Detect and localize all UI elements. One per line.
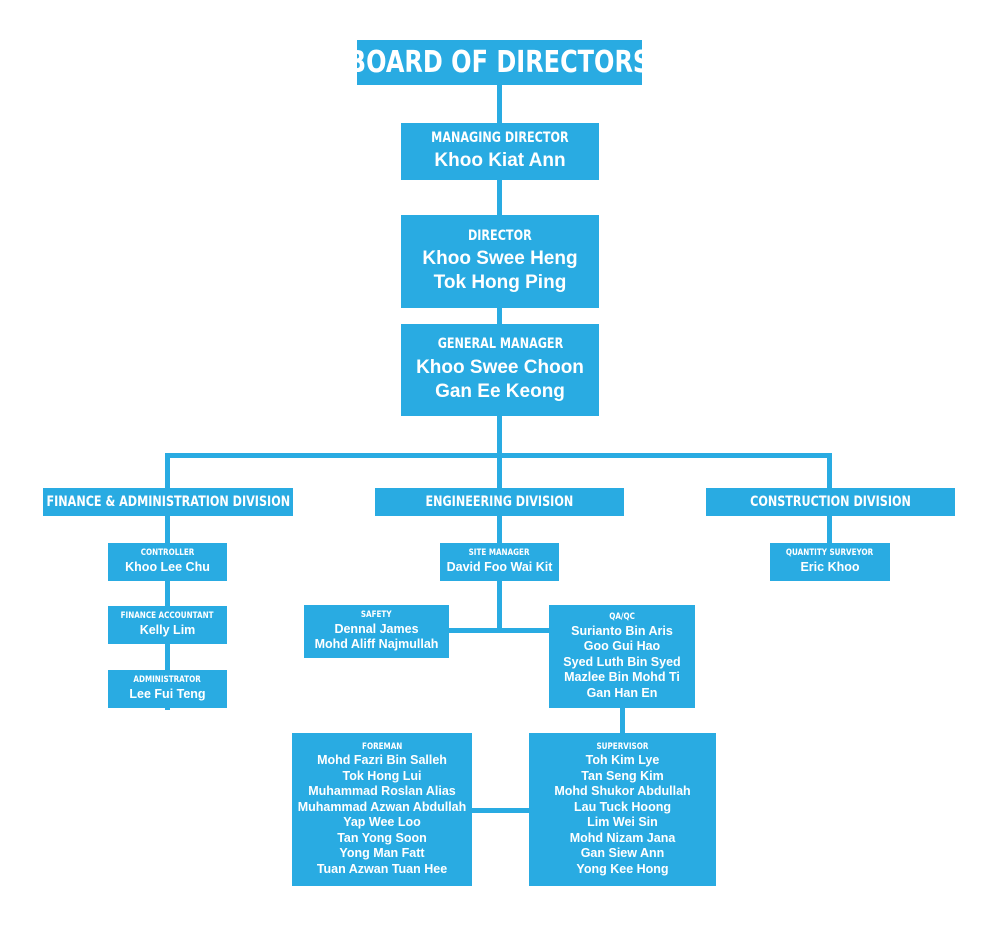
person-name: David Foo Wai Kit <box>446 560 553 575</box>
person-name: Mohd Fazri Bin Salleh <box>317 753 447 768</box>
person-name: Khoo Lee Chu <box>125 560 210 575</box>
construction-division-box: CONSTRUCTION DIVISION <box>706 488 955 516</box>
connector-line <box>497 83 502 125</box>
box-title: QA/QC <box>609 611 635 622</box>
person-name: Khoo Swee Choon <box>416 356 584 378</box>
connector-line <box>497 453 502 490</box>
person-name: Mohd Nizam Jana <box>569 830 676 845</box>
person-name: Surianto Bin Aris <box>571 623 673 638</box>
box-title: ADMINISTRATOR <box>133 675 202 686</box>
board-title: BOARD OF DIRECTORS <box>348 44 651 80</box>
connector-line <box>471 808 531 813</box>
engineering-division-box: ENGINEERING DIVISION <box>375 488 624 516</box>
person-name: Khoo Kiat Ann <box>434 150 566 172</box>
box-title: QUANTITY SURVEYOR <box>786 548 874 559</box>
person-name: Tan Seng Kim <box>581 768 664 783</box>
name-list: Lee Fui Teng <box>129 687 205 703</box>
person-name: Mohd Aliff Najmullah <box>314 637 439 652</box>
person-name: Toh Kim Lye <box>585 753 660 768</box>
box-title: MANAGING DIRECTOR <box>431 129 569 146</box>
name-list: Khoo Lee Chu <box>125 560 210 576</box>
box-title: DIRECTOR <box>468 227 532 244</box>
managing-director-box: MANAGING DIRECTOR Khoo Kiat Ann <box>401 123 599 180</box>
finance-division-box: FINANCE & ADMINISTRATION DIVISION <box>43 488 293 516</box>
box-title: SAFETY <box>361 610 392 621</box>
person-name: Tan Yong Soon <box>337 830 427 845</box>
connector-line <box>827 515 832 545</box>
administrator-box: ADMINISTRATOR Lee Fui Teng <box>108 670 227 708</box>
box-title: CONTROLLER <box>140 548 195 559</box>
division-title: FINANCE & ADMINISTRATION DIVISION <box>46 493 290 510</box>
person-name: Eric Khoo <box>800 560 860 575</box>
name-list: Kelly Lim <box>140 623 196 639</box>
division-title: CONSTRUCTION DIVISION <box>750 493 911 510</box>
person-name: Tok Hong Lui <box>342 768 422 783</box>
connector-line <box>497 415 502 458</box>
person-name: Muhammad Roslan Alias <box>308 784 456 799</box>
person-name: Mohd Shukor Abdullah <box>554 784 691 799</box>
person-name: Gan Han En <box>586 685 658 700</box>
quantity-surveyor-box: QUANTITY SURVEYOR Eric Khoo <box>770 543 890 581</box>
connector-line <box>497 178 502 216</box>
connector-line <box>165 453 170 490</box>
connector-line <box>827 453 832 490</box>
box-title: SITE MANAGER <box>469 548 530 559</box>
person-name: Khoo Swee Heng <box>422 248 578 270</box>
finance-accountant-box: FINANCE ACCOUNTANT Kelly Lim <box>108 606 227 644</box>
person-name: Syed Luth Bin Syed <box>563 654 681 669</box>
person-name: Dennal James <box>334 621 419 636</box>
name-list: Khoo Kiat Ann <box>434 149 565 173</box>
connector-line <box>620 707 625 734</box>
division-title: ENGINEERING DIVISION <box>425 493 574 510</box>
box-title: FINANCE ACCOUNTANT <box>121 611 214 622</box>
box-title: SUPERVISOR <box>596 741 649 752</box>
person-name: Yong Man Fatt <box>339 846 425 861</box>
site-manager-box: SITE MANAGER David Foo Wai Kit <box>440 543 559 581</box>
name-list: David Foo Wai Kit <box>447 560 553 576</box>
person-name: Gan Siew Ann <box>580 846 665 861</box>
name-list: Eric Khoo <box>800 560 859 576</box>
connector-line <box>445 628 550 633</box>
person-name: Gan Ee Keong <box>435 380 565 402</box>
connector-line <box>497 307 502 325</box>
box-title: GENERAL MANAGER <box>437 336 563 353</box>
person-name: Tok Hong Ping <box>433 272 567 294</box>
board-of-directors-box: BOARD OF DIRECTORS <box>348 40 651 85</box>
person-name: Muhammad Azwan Abdullah <box>297 799 467 814</box>
person-name: Mazlee Bin Mohd Ti <box>564 670 680 685</box>
person-name: Yap Wee Loo <box>343 815 421 830</box>
person-name: Tuan Azwan Tuan Hee <box>316 861 448 876</box>
person-name: Goo Gui Hao <box>583 639 661 654</box>
controller-box: CONTROLLER Khoo Lee Chu <box>108 543 227 581</box>
person-name: Lau Tuck Hoong <box>573 799 671 814</box>
person-name: Lee Fui Teng <box>129 687 206 702</box>
person-name: Kelly Lim <box>139 623 196 638</box>
person-name: Lim Wei Sin <box>587 815 658 830</box>
box-title: FOREMAN <box>361 741 403 752</box>
person-name: Yong Kee Hong <box>576 861 669 876</box>
